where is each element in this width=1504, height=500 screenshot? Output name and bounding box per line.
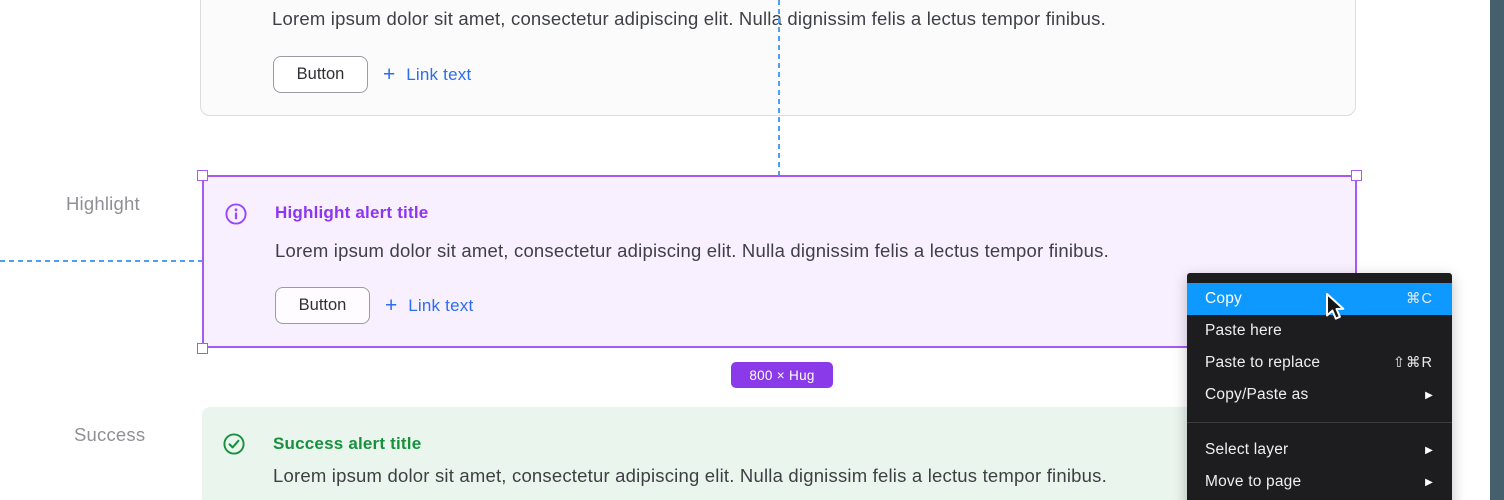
menu-item-copy[interactable]: Copy ⌘C (1187, 283, 1452, 315)
link-label: Link text (408, 295, 474, 315)
shortcut-copy: ⌘C (1406, 291, 1433, 307)
alert-highlight-card[interactable]: Highlight alert title Lorem ipsum dolor … (202, 175, 1357, 348)
check-circle-icon (223, 433, 245, 455)
alert-body-text: Lorem ipsum dolor sit amet, consectetur … (275, 240, 1109, 261)
right-edge-panel-strip (1490, 0, 1504, 500)
submenu-arrow-icon: ▶ (1425, 444, 1433, 456)
menu-item-copy-paste-as[interactable]: Copy/Paste as ▶ (1205, 386, 1433, 403)
submenu-arrow-icon: ▶ (1425, 389, 1433, 401)
alert-success-card[interactable]: Success alert title Lorem ipsum dolor si… (202, 407, 1357, 500)
canvas-label-highlight: Highlight (66, 193, 140, 214)
alert-action-button[interactable]: Button (275, 287, 370, 324)
alignment-guide-vertical (778, 0, 780, 175)
menu-item-select-layer[interactable]: Select layer ▶ (1205, 441, 1433, 458)
menu-separator (1187, 422, 1452, 423)
success-alert-title: Success alert title (273, 434, 422, 453)
alert-body-text: Lorem ipsum dolor sit amet, consectetur … (272, 8, 1106, 29)
context-menu: Copy ⌘C Paste here Paste to replace ⇧⌘R … (1187, 273, 1452, 500)
highlight-alert-title: Highlight alert title (275, 203, 429, 222)
menu-item-paste-here[interactable]: Paste here (1205, 322, 1282, 339)
shortcut-paste-to-replace: ⇧⌘R (1392, 355, 1433, 371)
alert-link[interactable]: + Link text (383, 56, 471, 93)
alert-action-button[interactable]: Button (273, 56, 368, 93)
submenu-arrow-icon: ▶ (1425, 476, 1433, 488)
cursor-arrow-icon (1322, 292, 1350, 329)
alignment-guide-horizontal (0, 260, 202, 262)
menu-item-paste-to-replace[interactable]: Paste to replace ⇧⌘R (1205, 354, 1433, 371)
selection-handle-top-right[interactable] (1351, 170, 1362, 181)
plus-icon: + (383, 63, 396, 86)
link-label: Link text (406, 64, 472, 84)
selection-handle-top-left[interactable] (197, 170, 208, 181)
info-icon (225, 203, 247, 225)
selection-handle-bottom-left[interactable] (197, 343, 208, 354)
alert-body-text: Lorem ipsum dolor sit amet, consectetur … (273, 465, 1107, 486)
canvas-label-success: Success (74, 424, 146, 445)
alert-link[interactable]: + Link text (385, 287, 473, 324)
selection-size-badge: 800 × Hug (731, 362, 833, 388)
menu-item-move-to-page[interactable]: Move to page ▶ (1205, 473, 1433, 490)
plus-icon: + (385, 294, 398, 317)
